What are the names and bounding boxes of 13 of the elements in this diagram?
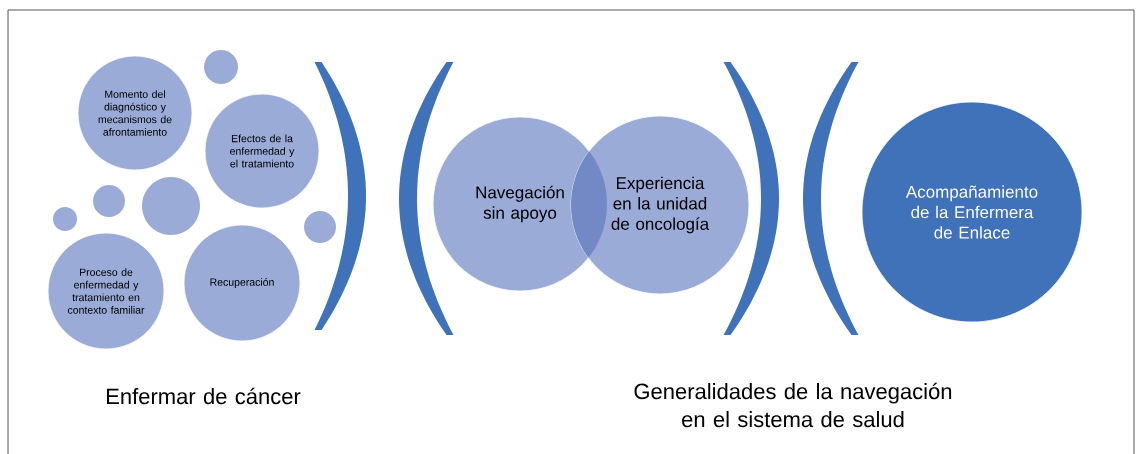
small-circle <box>142 177 200 235</box>
circle-node: Efectos de la enfermedad y el tratamiento <box>204 93 320 209</box>
small-circle <box>53 207 77 231</box>
small-circle <box>204 50 238 84</box>
circle-node: Proceso de enfermedad y tratamiento en contexto familiar <box>47 232 165 350</box>
small-circle <box>304 211 336 243</box>
section-title: Enfermar de cáncer <box>107 387 301 405</box>
small-circle <box>93 185 125 217</box>
section-title: Generalidades de la navegación en el sistema de salud <box>634 382 952 428</box>
circle-node: Momento del diagnóstico y mecanismos de afrontamiento <box>77 55 193 171</box>
circle-node: Acompañamiento de la Enfermera de Enlace <box>861 101 1083 323</box>
circle-node: Recuperación <box>183 224 301 342</box>
circle-node: Experiencia en la unidad de oncología <box>570 115 750 295</box>
